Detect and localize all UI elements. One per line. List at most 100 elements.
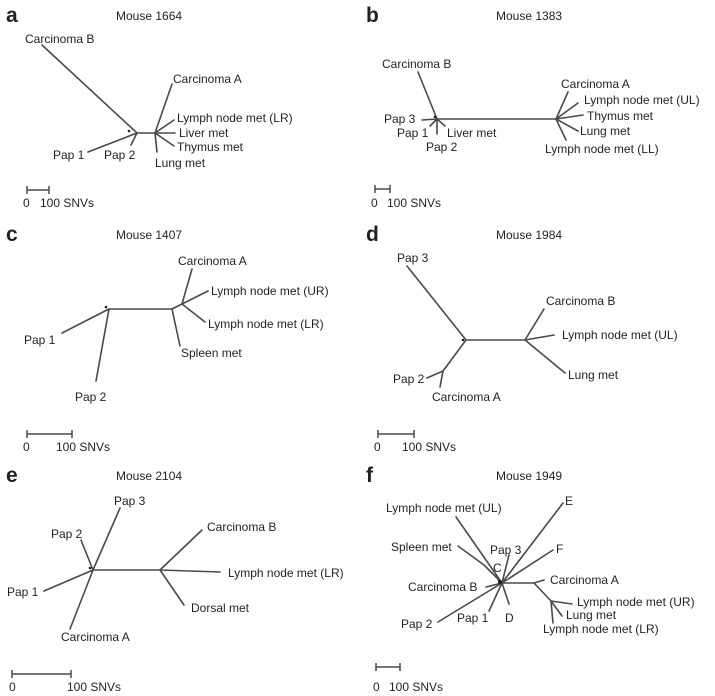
leaf-label: Carcinoma B	[207, 520, 276, 534]
branch-lymph-node-lr	[159, 569, 221, 573]
leaf-label: Pap 2	[393, 372, 425, 386]
branch-thymus-met	[555, 114, 584, 120]
panel-title: Mouse 1984	[496, 228, 562, 242]
branch-lymph-node-ul	[524, 334, 555, 341]
leaf-label: Pap 1	[397, 126, 429, 140]
scale-bar: 0 100 SNVs	[374, 430, 456, 454]
scale-unit-label: 100 SNVs	[387, 196, 441, 210]
leaf-label: Carcinoma A	[173, 72, 242, 86]
leaf-label: Spleen met	[391, 540, 452, 554]
branch-dorsal-met	[159, 569, 185, 606]
root-marker	[461, 338, 465, 342]
branch-lymph-node-ur	[550, 600, 573, 605]
branch-lymph-node-lr	[181, 303, 206, 323]
leaf-label: Lymph node met (UR)	[577, 595, 695, 609]
scale-bar: 0 100 SNVs	[9, 670, 121, 694]
scale-zero-label: 0	[373, 680, 380, 694]
panel-title: Mouse 1664	[116, 9, 182, 23]
leaf-label: Lung met	[568, 368, 619, 382]
tree-branches	[61, 268, 209, 382]
branch-pap-1	[43, 569, 94, 592]
leaf-label: Lymph node met (LR)	[208, 317, 324, 331]
branch-pap-1	[488, 582, 503, 612]
branch-carcinoma-b	[41, 44, 138, 134]
panel-letter: f	[366, 464, 374, 487]
leaf-label: Carcinoma A	[178, 254, 247, 268]
leaf-label: Pap 3	[490, 543, 522, 557]
scale-unit-label: 100 SNVs	[56, 440, 110, 454]
branch-pap-2	[80, 539, 94, 571]
panel-c: c Mouse 1407 Carcinoma A Lymph node met …	[6, 223, 329, 454]
scale-zero-label: 0	[23, 196, 30, 210]
panel-title: Mouse 1383	[496, 9, 562, 23]
root-marker	[104, 305, 108, 309]
leaf-label: Pap 3	[384, 112, 416, 126]
root-marker	[433, 115, 437, 119]
branch-lymph-node-ll	[555, 118, 567, 141]
leaf-label: Pap 1	[24, 333, 56, 347]
branch-inner	[442, 339, 467, 372]
leaf-label: Lymph node met (UL)	[562, 328, 678, 342]
branch-carcinoma-a	[181, 268, 193, 305]
scale-bar: 0 100 SNVs	[373, 663, 443, 694]
scale-unit-label: 100 SNVs	[402, 440, 456, 454]
panel-e: e Mouse 2104 Pap 3 Pap 2 Carcinoma B Lym…	[6, 464, 344, 694]
leaf-label: Lung met	[566, 608, 617, 622]
branch-lung-met	[154, 132, 158, 153]
leaf-label: Lymph node met (UL)	[386, 501, 502, 515]
branch-lymph-node-ur	[181, 290, 209, 305]
panel-title: Mouse 1949	[496, 469, 562, 483]
branch-f	[501, 549, 554, 584]
leaf-label: Lymph node met (LL)	[545, 142, 659, 156]
leaf-label: E	[565, 494, 573, 508]
branch-pap-3	[92, 507, 121, 571]
branch-inner	[171, 303, 183, 310]
tree-branches	[41, 44, 176, 153]
panel-b: b Mouse 1383 Carcinoma B Carcinoma A Lym…	[366, 4, 700, 210]
leaf-label: Carcinoma B	[408, 580, 477, 594]
leaf-label: Carcinoma B	[382, 57, 451, 71]
leaf-label: Pap 3	[397, 251, 429, 265]
panel-letter: a	[6, 4, 18, 27]
leaf-label: Carcinoma A	[561, 77, 630, 91]
branch-carcinoma-b	[159, 529, 203, 571]
branch-carcinoma-b	[524, 308, 545, 341]
root-marker	[498, 580, 502, 584]
branch-spleen-met	[457, 545, 485, 566]
panel-letter: c	[6, 223, 18, 246]
branch-lymph-node-lr	[550, 600, 554, 624]
leaf-label: Carcinoma A	[432, 390, 501, 404]
branch-pap-3	[501, 554, 510, 584]
branch-carcinoma-a	[555, 91, 569, 120]
branch-thymus-met	[154, 132, 175, 147]
leaf-label: Spleen met	[181, 346, 242, 360]
branch-pap-2	[426, 370, 444, 379]
leaf-label: Dorsal met	[191, 601, 250, 615]
branch-pap-2	[95, 308, 110, 382]
panel-letter: b	[366, 4, 379, 27]
scale-unit-label: 100 SNVs	[40, 196, 94, 210]
branch-carcinoma-a	[154, 83, 173, 134]
leaf-label: Pap 1	[457, 611, 489, 625]
leaf-label: Carcinoma A	[550, 573, 619, 587]
scale-zero-label: 0	[371, 196, 378, 210]
leaf-label: Pap 1	[7, 585, 39, 599]
leaf-label: Lung met	[580, 124, 631, 138]
panel-d: d Mouse 1984 Pap 3 Carcinoma B Lymph nod…	[366, 223, 678, 454]
branch-carcinoma-a	[439, 370, 444, 388]
leaf-label: Carcinoma A	[61, 630, 130, 644]
branch-pap-2	[437, 582, 503, 623]
branch-spleen-met	[171, 308, 181, 347]
leaf-label: Liver met	[447, 126, 497, 140]
branch-pap-2	[130, 132, 138, 146]
branch-lung-met	[524, 339, 566, 374]
scale-zero-label: 0	[23, 440, 30, 454]
branch-lung-met	[550, 600, 563, 617]
scale-bar: 0 100 SNVs	[371, 185, 441, 210]
leaf-label: Lymph node met (LR)	[228, 566, 344, 580]
leaf-label: Pap 2	[104, 148, 136, 162]
leaf-label: Lymph node met (LR)	[543, 622, 659, 636]
branch-lymph-node-lr	[154, 119, 175, 134]
leaf-label: Lung met	[155, 156, 206, 170]
